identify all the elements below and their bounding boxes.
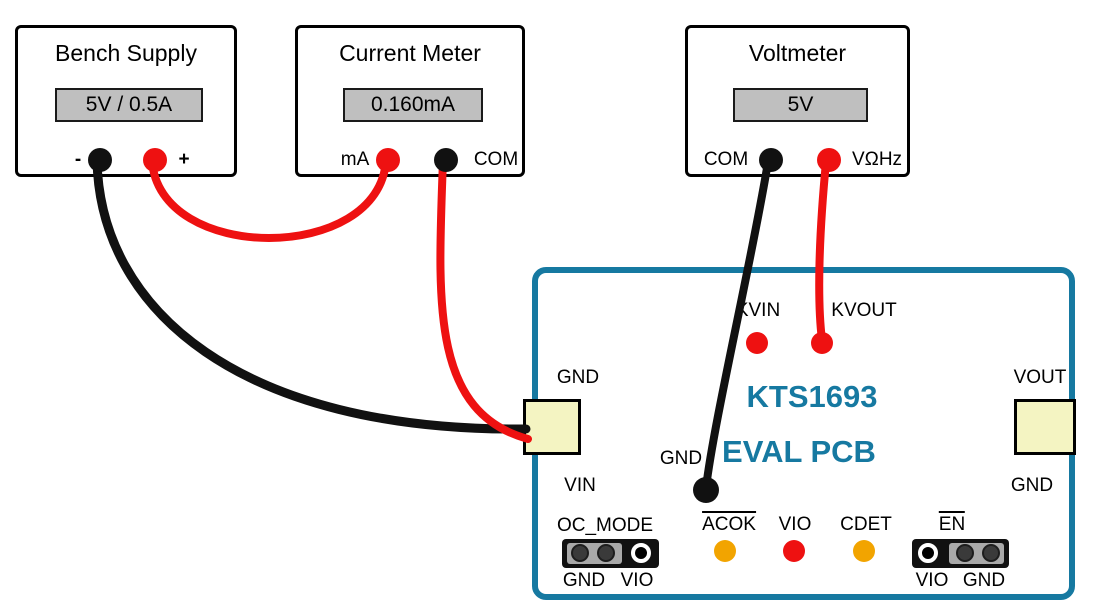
bench-supply-display: 5V / 0.5A bbox=[55, 88, 203, 122]
oc-mode-right-pin-label: VIO bbox=[620, 570, 654, 591]
vin-pad-gnd-label: GND bbox=[556, 367, 600, 388]
cdet-test-point bbox=[853, 540, 875, 562]
oc-mode-pin-gnd bbox=[571, 544, 589, 562]
vout-pad-gnd-label: GND bbox=[1010, 475, 1054, 496]
current-meter-ma-terminal bbox=[376, 148, 400, 172]
oc-mode-pin-vio bbox=[631, 543, 651, 563]
voltmeter-box: Voltmeter 5V COM VΩHz bbox=[685, 25, 910, 177]
bench-supply-title: Bench Supply bbox=[55, 40, 197, 66]
oc-mode-left-pin-label: GND bbox=[562, 570, 606, 591]
acok-label: ACOK bbox=[702, 511, 756, 536]
en-label: EN bbox=[938, 511, 966, 536]
pcb-title-line2: EVAL PCB bbox=[722, 434, 876, 469]
vin-label: VIN bbox=[564, 475, 596, 496]
en-left-pin-label: VIO bbox=[915, 570, 949, 591]
gnd-test-point bbox=[693, 477, 719, 503]
oc-mode-jumper bbox=[562, 539, 659, 568]
acok-test-point bbox=[714, 540, 736, 562]
voltmeter-display: 5V bbox=[733, 88, 868, 122]
kvout-label: KVOUT bbox=[831, 300, 897, 321]
voltmeter-title: Voltmeter bbox=[748, 40, 847, 66]
current-meter-title: Current Meter bbox=[339, 40, 481, 66]
current-meter-com-label: COM bbox=[473, 149, 519, 170]
current-meter-ma-label: mA bbox=[340, 149, 370, 170]
vio-test-point bbox=[783, 540, 805, 562]
voltmeter-com-label: COM bbox=[703, 149, 749, 170]
en-right-pin-label: GND bbox=[962, 570, 1006, 591]
pcb-title-line1: KTS1693 bbox=[746, 379, 878, 414]
voltmeter-vohz-terminal bbox=[817, 148, 841, 172]
wire-meter-com-to-vin bbox=[436, 156, 532, 443]
bench-supply-minus-label: - bbox=[74, 149, 82, 170]
bench-supply-positive-terminal bbox=[143, 148, 167, 172]
en-pin-gnd bbox=[982, 544, 1000, 562]
voltmeter-com-terminal bbox=[759, 148, 783, 172]
current-meter-display: 0.160mA bbox=[343, 88, 483, 122]
wire-supply-negative-to-vin-gnd bbox=[92, 155, 531, 434]
gnd-test-point-label: GND bbox=[659, 448, 703, 469]
en-jumper bbox=[912, 539, 1009, 568]
kvin-test-point bbox=[746, 332, 768, 354]
bench-supply-plus-label: + bbox=[178, 149, 190, 170]
kvout-test-point bbox=[811, 332, 833, 354]
vout-pad bbox=[1014, 399, 1076, 455]
kvin-label: KVIN bbox=[735, 300, 781, 321]
bench-supply-box: Bench Supply 5V / 0.5A - + bbox=[15, 25, 237, 177]
current-meter-com-terminal bbox=[434, 148, 458, 172]
vout-label: VOUT bbox=[1013, 367, 1067, 388]
oc-mode-pin-center bbox=[597, 544, 615, 562]
voltmeter-vohz-label: VΩHz bbox=[851, 149, 903, 170]
current-meter-box: Current Meter 0.160mA mA COM bbox=[295, 25, 525, 177]
en-pin-vio bbox=[918, 543, 938, 563]
bench-supply-negative-terminal bbox=[88, 148, 112, 172]
vin-pad bbox=[523, 399, 581, 455]
vio-label: VIO bbox=[778, 514, 812, 535]
oc-mode-label: OC_MODE bbox=[556, 515, 654, 536]
cdet-label: CDET bbox=[840, 514, 892, 535]
en-pin-center bbox=[956, 544, 974, 562]
